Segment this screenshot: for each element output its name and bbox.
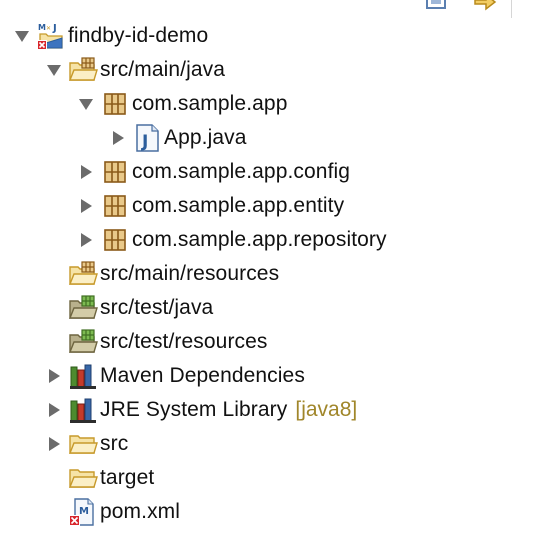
expanded-twisty-icon[interactable]	[14, 27, 30, 45]
tree-item-label: src/test/resources	[100, 330, 268, 353]
svg-text:M: M	[38, 23, 46, 32]
tree-item-package[interactable]: com.sample.app.config	[0, 155, 534, 189]
collapsed-twisty-icon[interactable]	[78, 197, 94, 215]
tree-item-folder[interactable]: src	[0, 427, 534, 461]
collapsed-twisty-icon[interactable]	[46, 367, 62, 385]
tree-item-library-container[interactable]: JRE System Library [java8]	[0, 393, 534, 427]
collapsed-twisty-icon[interactable]	[46, 401, 62, 419]
tree-item-label: src	[100, 432, 129, 455]
tree-item-label: src/test/java	[100, 296, 214, 319]
svg-text:M: M	[79, 506, 89, 517]
no-twisty	[46, 265, 62, 283]
collapse-all-icon[interactable]	[424, 0, 450, 14]
view-toolbar	[0, 0, 534, 20]
package-icon	[100, 157, 130, 187]
tree-item-label: com.sample.app.entity	[132, 194, 345, 217]
tree-item-label: pom.xml	[100, 500, 181, 523]
no-twisty	[46, 333, 62, 351]
collapsed-twisty-icon[interactable]	[78, 163, 94, 181]
svg-text:J: J	[141, 132, 148, 152]
link-with-editor-icon[interactable]	[472, 0, 498, 14]
folder-icon	[68, 429, 98, 459]
tree-item-label: App.java	[164, 126, 247, 149]
tree-item-label: com.sample.app.config	[132, 160, 351, 183]
java-file-icon: J	[132, 123, 162, 153]
no-twisty	[46, 503, 62, 521]
tree-item-test-source-folder[interactable]: src/test/resources	[0, 325, 534, 359]
folder-icon	[68, 463, 98, 493]
tree-item-label: src/main/resources	[100, 262, 280, 285]
tree-item-project[interactable]: M ✕ J findby-id-demo	[0, 19, 534, 53]
maven-pom-file-error-icon: M	[68, 497, 98, 527]
tree-item-source-folder[interactable]: src/main/java	[0, 53, 534, 87]
cut-off-folder-icon	[42, 531, 56, 536]
expanded-twisty-icon[interactable]	[78, 95, 94, 113]
tree-item-folder[interactable]: target	[0, 461, 534, 495]
library-books-icon	[68, 361, 98, 391]
svg-text:✕: ✕	[46, 25, 51, 32]
package-icon	[100, 191, 130, 221]
package-explorer-tree: M ✕ J findby-id-demo src/main/ja	[0, 19, 534, 529]
source-folder-icon	[68, 55, 98, 85]
collapsed-twisty-icon[interactable]	[78, 231, 94, 249]
tree-item-pom-file[interactable]: M pom.xml	[0, 495, 534, 529]
library-books-icon	[68, 395, 98, 425]
source-folder-icon	[68, 259, 98, 289]
expanded-twisty-icon[interactable]	[46, 61, 62, 79]
no-twisty	[46, 469, 62, 487]
tree-item-label: findby-id-demo	[68, 24, 209, 47]
toolbar-divider	[511, 0, 512, 18]
no-twisty	[46, 299, 62, 317]
tree-item-package[interactable]: com.sample.app.entity	[0, 189, 534, 223]
tree-item-library-container[interactable]: Maven Dependencies	[0, 359, 534, 393]
tree-item-label: com.sample.app.repository	[132, 228, 387, 251]
test-source-folder-icon	[68, 293, 98, 323]
tree-item-label: src/main/java	[100, 58, 226, 81]
test-source-folder-icon	[68, 327, 98, 357]
collapsed-twisty-icon[interactable]	[110, 129, 126, 147]
tree-item-test-source-folder[interactable]: src/test/java	[0, 291, 534, 325]
tree-item-decoration: [java8]	[295, 398, 358, 421]
tree-item-label: target	[100, 466, 155, 489]
svg-text:J: J	[52, 23, 57, 34]
collapsed-twisty-icon[interactable]	[46, 435, 62, 453]
tree-item-label: JRE System Library	[100, 398, 288, 421]
package-icon	[100, 225, 130, 255]
tree-item-package[interactable]: com.sample.app.repository	[0, 223, 534, 257]
tree-item-label: Maven Dependencies	[100, 364, 305, 387]
tree-item-source-folder[interactable]: src/main/resources	[0, 257, 534, 291]
tree-item-java-file[interactable]: J App.java	[0, 121, 534, 155]
package-icon	[100, 89, 130, 119]
maven-java-project-icon: M ✕ J	[36, 21, 66, 51]
tree-item-package[interactable]: com.sample.app	[0, 87, 534, 121]
tree-item-label: com.sample.app	[132, 92, 288, 115]
